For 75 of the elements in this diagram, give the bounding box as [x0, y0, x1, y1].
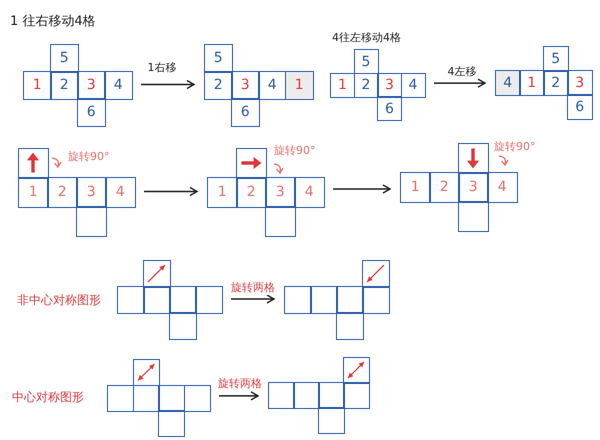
net-square: [318, 407, 344, 434]
category-label: 非中心对称图形: [17, 292, 101, 309]
arrow: [219, 391, 259, 401]
net-square: [169, 312, 196, 340]
net-square: [158, 384, 185, 412]
net-square: 5: [50, 44, 78, 72]
arrow: [144, 186, 198, 196]
net-square: 1: [23, 71, 52, 100]
net-square: [76, 206, 106, 236]
net-square: [268, 382, 294, 408]
net-square: [117, 286, 144, 314]
net-square: 1: [18, 177, 48, 208]
net-square: 1: [330, 72, 355, 98]
rotation-note: 旋转90°: [274, 143, 316, 158]
net-square: [318, 382, 344, 408]
net-square: 4: [400, 72, 426, 98]
net-square: 2: [429, 172, 460, 202]
net-square: 3: [76, 177, 106, 208]
net-square: 3: [377, 72, 402, 98]
net-square: 5: [354, 49, 378, 74]
net-square: 3: [458, 172, 488, 202]
net-square: 2: [236, 177, 266, 208]
net-square: [132, 384, 160, 412]
net-square: [184, 384, 210, 412]
net-square: 5: [543, 46, 568, 72]
net-square: 6: [77, 98, 106, 126]
net-square: [343, 382, 370, 408]
net-square: 6: [377, 96, 402, 121]
net-square: [107, 384, 134, 412]
arrow: [141, 80, 195, 90]
net-square: [195, 286, 222, 314]
net-square: [336, 286, 364, 314]
rotation-note: 旋转90°: [494, 139, 536, 154]
net-square: 2: [47, 177, 78, 208]
net-square: 6: [231, 98, 260, 126]
net-square: 4: [487, 172, 518, 202]
net-square: [265, 206, 296, 236]
net-square: 2: [543, 70, 568, 96]
arrow: [231, 294, 275, 304]
net-square: 5: [204, 44, 232, 72]
net-square: [169, 286, 196, 314]
net-square: [284, 286, 312, 314]
edge-label: 4左移: [446, 64, 478, 79]
net-square: 2: [50, 71, 78, 100]
net-square: [143, 286, 170, 314]
net-square: 6: [567, 94, 592, 120]
heading: 4往左移动4格: [332, 30, 401, 45]
net-square: 3: [567, 70, 592, 96]
net-square: 4: [104, 71, 132, 100]
net-square: [158, 410, 185, 437]
edge-label: 1右移: [146, 60, 178, 75]
category-label: 中心对称图形: [12, 389, 84, 406]
net-square: 3: [231, 71, 260, 100]
net-square: 4: [105, 177, 136, 208]
net-square: 1: [207, 177, 238, 208]
net-square: 2: [204, 71, 232, 100]
edge-label: 旋转两格: [230, 280, 276, 295]
net-square: [362, 286, 390, 314]
net-square: [310, 286, 338, 314]
net-square: [458, 201, 488, 232]
net-square: 3: [265, 177, 296, 208]
arrow: [434, 78, 486, 88]
net-square: 1: [519, 70, 544, 96]
net-square: [293, 382, 320, 408]
rotation-note: 旋转90°: [68, 149, 110, 164]
heading: 1 往右移动4格: [10, 13, 96, 30]
arrow: [333, 184, 391, 194]
net-square: 1: [285, 71, 314, 100]
edge-label: 旋转两格: [217, 376, 263, 391]
net-square: 3: [77, 71, 106, 100]
net-square: [336, 312, 364, 340]
net-square: 4: [495, 70, 520, 96]
net-square: 1: [400, 172, 430, 202]
net-square: 4: [294, 177, 324, 208]
net-square: 2: [354, 72, 378, 98]
